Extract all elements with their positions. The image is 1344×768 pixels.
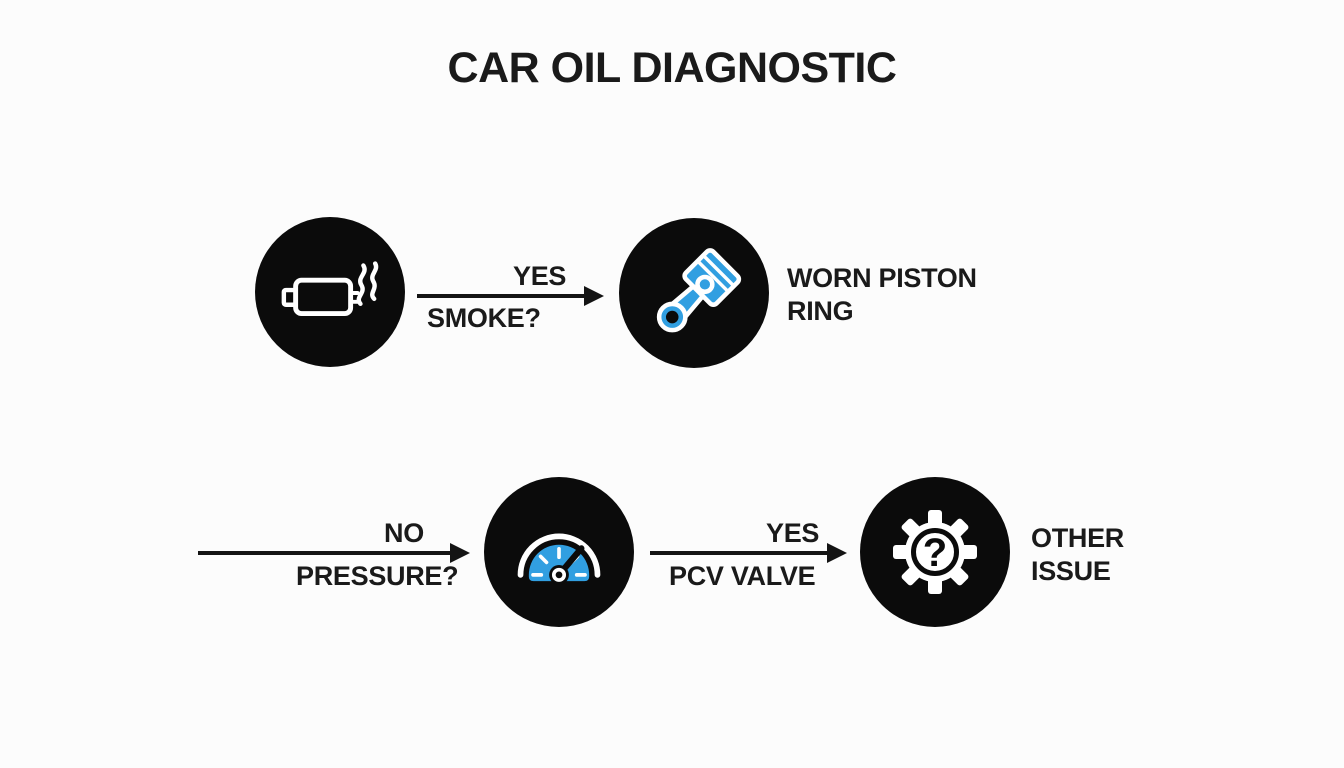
svg-text:?: ? (923, 531, 947, 575)
pressure-gauge-icon (517, 533, 601, 585)
other-issue-node: ? (860, 477, 1010, 627)
piston-icon (656, 248, 742, 333)
oil-pressure-gauge-node (484, 477, 634, 627)
pcv-edge-question: PCV VALVE (669, 561, 816, 591)
other-issue-label: OTHER ISSUE (1031, 522, 1124, 588)
smoke-edge-question: SMOKE? (427, 303, 541, 333)
smoke-edge-answer: YES (513, 261, 567, 291)
exhaust-smoke-node (255, 217, 405, 367)
smoke-yes-arrow (417, 286, 604, 306)
pressure-no-arrow (198, 543, 470, 563)
worn-piston-ring-label: WORN PISTON RING (787, 262, 977, 328)
gear-question-icon: ? (893, 510, 977, 594)
exhaust-smoke-icon (281, 261, 379, 317)
worn-piston-ring-line2: RING (787, 296, 854, 326)
other-issue-line2: ISSUE (1031, 556, 1111, 586)
worn-piston-node (619, 218, 769, 368)
worn-piston-ring-line1: WORN PISTON (787, 263, 977, 293)
pcv-yes-arrow (650, 543, 847, 563)
pressure-edge-question: PRESSURE? (296, 561, 459, 591)
diagram-title: CAR OIL DIAGNOSTIC (447, 44, 897, 92)
pcv-edge-answer: YES (766, 518, 820, 548)
other-issue-line1: OTHER (1031, 523, 1125, 553)
pressure-edge-answer: NO (384, 518, 424, 548)
